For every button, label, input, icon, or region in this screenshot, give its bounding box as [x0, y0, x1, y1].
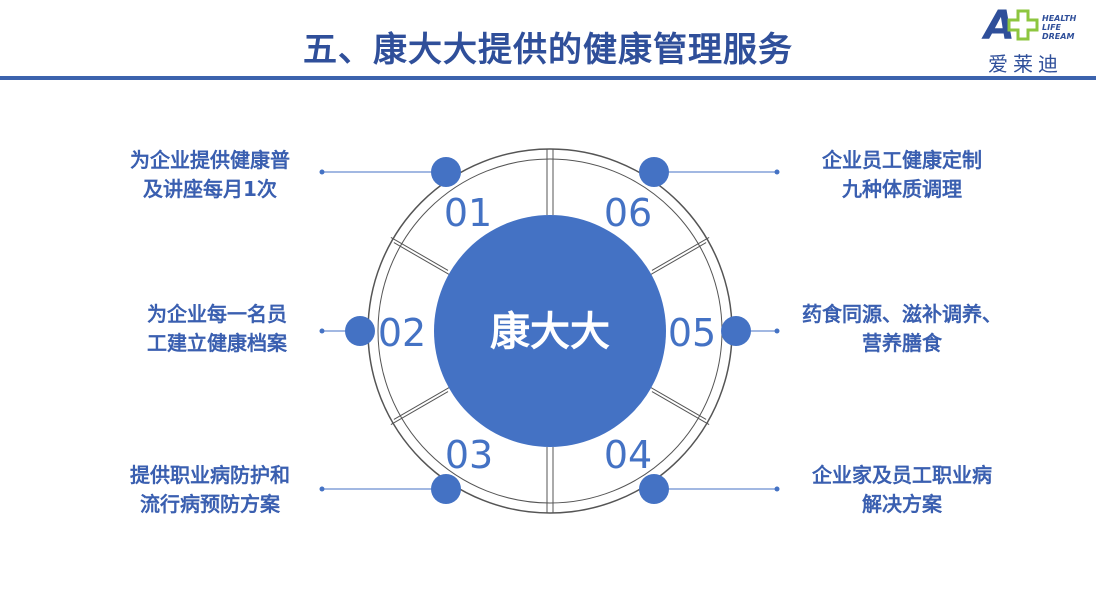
service-label-line: 营养膳食 [862, 331, 942, 355]
service-label-line: 及讲座每月1次 [143, 177, 277, 201]
service-label-06: 企业员工健康定制 九种体质调理 [787, 146, 1017, 204]
service-label-line: 提供职业病防护和 [130, 463, 290, 487]
connector-endpoint [774, 169, 780, 175]
segment-number-01: 01 [444, 191, 492, 235]
segment-divider [648, 385, 707, 420]
segment-divider [390, 236, 449, 271]
logo-tagline-line: LIFE [1042, 23, 1062, 32]
segment-marker-dot [639, 157, 669, 187]
service-label-line: 九种体质调理 [842, 177, 962, 201]
segment-number-05: 05 [668, 311, 716, 355]
service-label-01: 为企业提供健康普 及讲座每月1次 [95, 146, 325, 204]
logo-tagline-line: DREAM [1042, 32, 1075, 41]
segment-divider [393, 242, 452, 277]
segment-number-03: 03 [445, 433, 493, 477]
segment-divider [651, 391, 710, 426]
logo: A HEALTH LIFE DREAM 爱莱迪 [984, 4, 1094, 76]
connector-endpoint [319, 486, 325, 492]
service-label-line: 药食同源、滋补调养、 [802, 302, 1002, 326]
service-label-line: 企业家及员工职业病 [812, 463, 992, 487]
connector-endpoint [774, 328, 780, 334]
segment-marker-dot [431, 157, 461, 187]
logo-tagline: HEALTH LIFE DREAM [1042, 14, 1076, 41]
segment-divider [648, 242, 707, 277]
service-label-line: 工建立健康档案 [147, 331, 287, 355]
title-divider [0, 76, 1096, 80]
wheel-core [434, 215, 666, 447]
service-label-line: 解决方案 [862, 492, 942, 516]
service-label-line: 企业员工健康定制 [822, 148, 982, 172]
segment-marker-dot [345, 316, 375, 346]
center-label: 康大大 [490, 309, 610, 355]
page-title: 五、康大大提供的健康管理服务 [303, 30, 793, 70]
segment-divider [393, 385, 452, 420]
segment-marker-dot [639, 474, 669, 504]
service-label-line: 为企业每一名员 [147, 302, 287, 326]
service-label-line: 为企业提供健康普 [130, 148, 290, 172]
segment-marker-dot [721, 316, 751, 346]
segment-number-02: 02 [378, 311, 426, 355]
segment-number-04: 04 [604, 433, 652, 477]
service-label-line: 流行病预防方案 [140, 492, 280, 516]
connector-endpoint [774, 486, 780, 492]
service-label-03: 提供职业病防护和 流行病预防方案 [95, 461, 325, 519]
segment-number-06: 06 [604, 191, 652, 235]
service-label-05: 药食同源、滋补调养、 营养膳食 [787, 300, 1017, 358]
segment-divider [651, 236, 710, 271]
segment-marker-dot [431, 474, 461, 504]
connector-endpoint [319, 169, 325, 175]
segment-divider [390, 391, 449, 426]
logo-brand-name: 爱莱迪 [988, 52, 1063, 76]
service-label-04: 企业家及员工职业病 解决方案 [787, 461, 1017, 519]
connector-endpoint [319, 328, 325, 334]
plus-icon [1007, 9, 1039, 41]
service-label-02: 为企业每一名员 工建立健康档案 [102, 300, 332, 358]
logo-tagline-line: HEALTH [1042, 14, 1077, 23]
